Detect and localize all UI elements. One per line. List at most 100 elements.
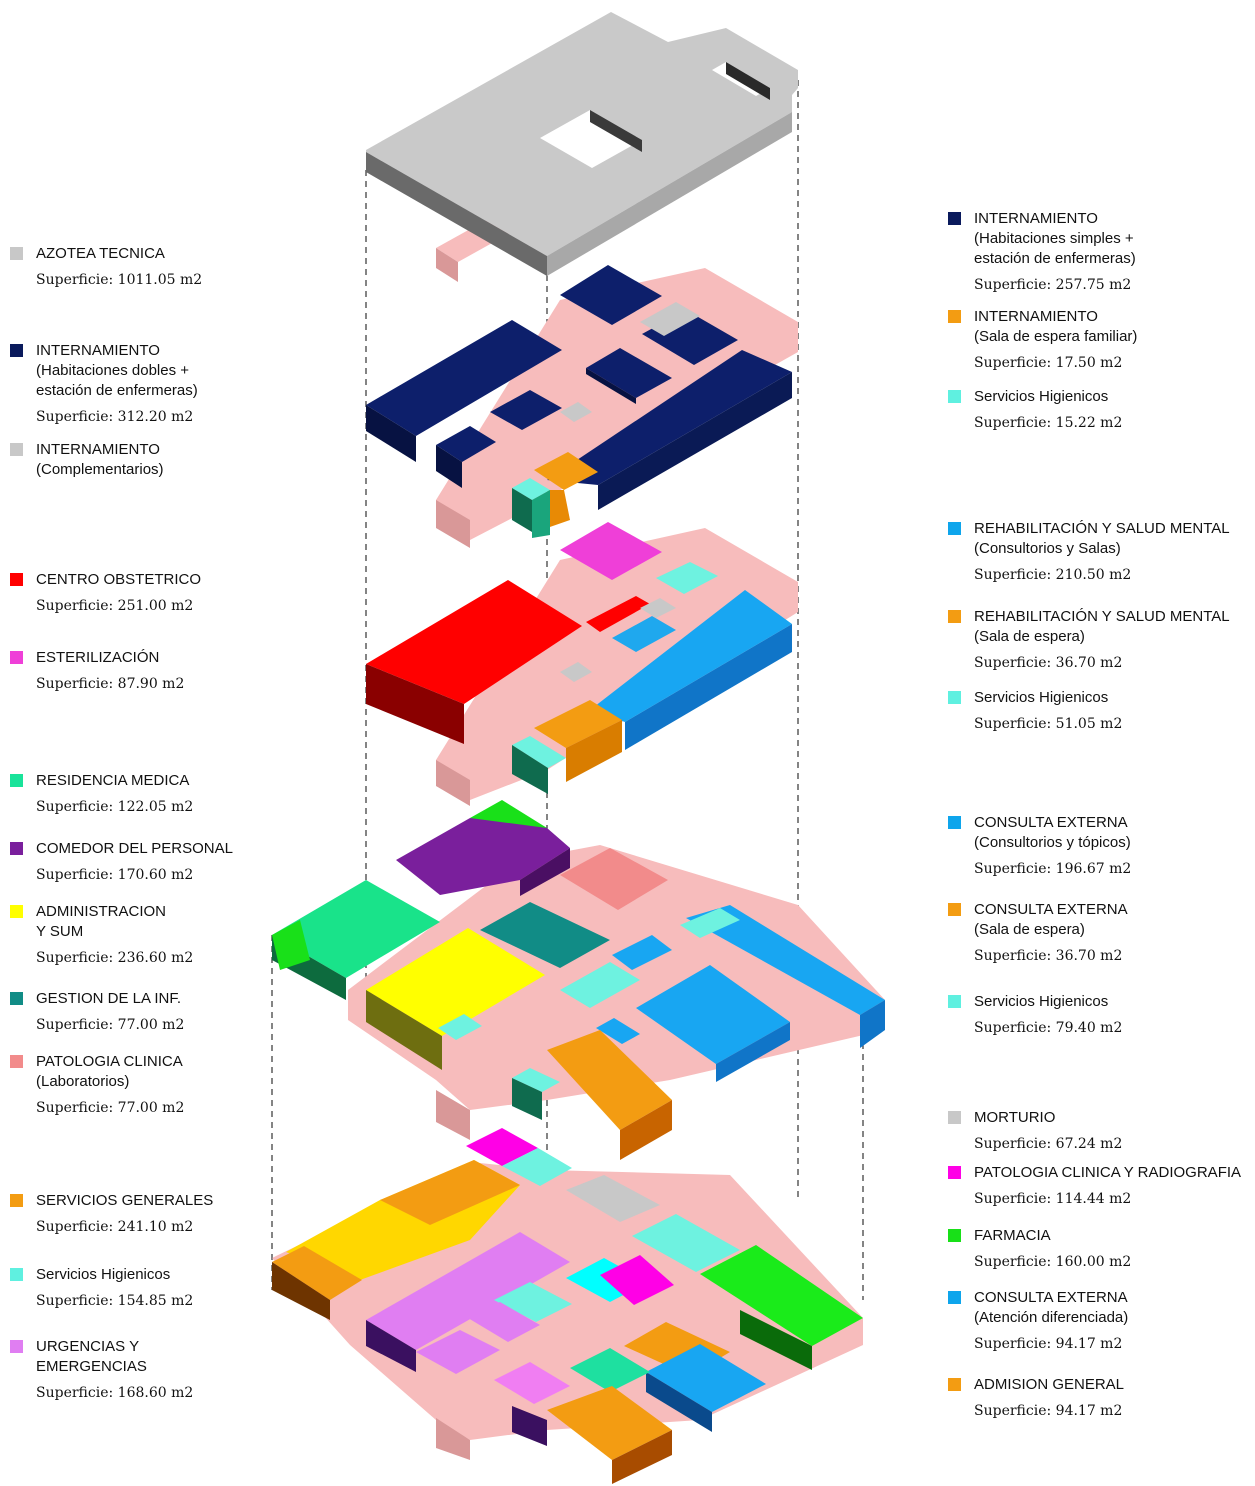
legend-label-line: RESIDENCIA MEDICA [36, 772, 190, 789]
legend-area: Superficie: 210.50 m2 [974, 567, 1132, 583]
legend-area: Superficie: 94.17 m2 [974, 1336, 1123, 1352]
legend-text: REHABILITACIÓN Y SALUD MENTAL(Consultori… [974, 519, 1230, 585]
legend-label-line: Y SUM [36, 923, 84, 940]
legend-label-line: FARMACIA [974, 1227, 1051, 1244]
legend-text: URGENCIAS Y EMERGENCIAS Superficie: 168.60… [36, 1337, 193, 1403]
legend-label-line: AZOTEA TECNICA [36, 245, 165, 262]
legend-label-line: EMERGENCIAS [36, 1358, 147, 1375]
legend-swatch [948, 995, 961, 1008]
legend-area: Superficie: 241.10 m2 [36, 1219, 194, 1235]
legend-text: INTERNAMIENTO(Sala de espera familiar)Su… [974, 307, 1137, 373]
legend-label-line: estación de enfermeras) [974, 250, 1136, 267]
legend-text: GESTION DE LA INF.Superficie: 77.00 m2 [36, 989, 184, 1035]
level-3-obstetrico-rehabilitacion [366, 522, 798, 806]
legend-swatch [948, 1111, 961, 1124]
legend-label-line: estación de enfermeras) [36, 382, 198, 399]
legend-area: Superficie: 77.00 m2 [36, 1100, 185, 1116]
legend-label-line: MORTURIO [974, 1109, 1056, 1126]
legend-swatch [948, 390, 961, 403]
legend-swatch [10, 247, 23, 260]
legend-text: CONSULTA EXTERNA (Consultorios y tópicos)… [974, 813, 1131, 879]
legend-text: REHABILITACIÓN Y SALUD MENTAL(Sala de es… [974, 607, 1230, 673]
legend-text: INTERNAMIENTO(Habitaciones dobles +estac… [36, 341, 198, 427]
legend-area: Superficie: 17.50 m2 [974, 355, 1123, 371]
legend-label-line: COMEDOR DEL PERSONAL [36, 840, 233, 857]
level-1-urgencias-servicios [272, 1128, 863, 1484]
legend-swatch [948, 1291, 961, 1304]
legend-label-line: REHABILITACIÓN Y SALUD MENTAL [974, 520, 1230, 537]
legend-text: ESTERILIZACIÓN Superficie: 87.90 m2 [36, 648, 184, 694]
legend-label-line: (Atención diferenciada) [974, 1309, 1129, 1326]
legend-label-line: Servicios Higienicos [974, 993, 1109, 1010]
level-2-administracion-consulta [272, 800, 885, 1160]
legend-label-line: INTERNAMIENTO [974, 210, 1098, 227]
legend-swatch [948, 610, 961, 623]
legend-swatch [10, 905, 23, 918]
legend-area: Superficie: 36.70 m2 [974, 948, 1123, 964]
legend-text: MORTURIO Superficie: 67.24 m2 [974, 1108, 1122, 1154]
legend-area: Superficie: 67.24 m2 [974, 1136, 1123, 1152]
legend-area: Superficie: 87.90 m2 [36, 676, 185, 692]
legend-swatch [948, 1166, 961, 1179]
legend-swatch [948, 903, 961, 916]
legend-swatch [948, 1229, 961, 1242]
legend-label-line: (Sala de espera) [974, 921, 1085, 938]
legend-text: AZOTEA TECNICA Superficie: 1011.05 m2 [36, 244, 202, 290]
roof-level [366, 12, 798, 282]
legend-area: Superficie: 1011.05 m2 [36, 272, 203, 288]
legend-label-line: (Sala de espera familiar) [974, 328, 1138, 345]
legend-label-line: INTERNAMIENTO [36, 342, 160, 359]
legend-swatch [10, 344, 23, 357]
legend-label-line: CONSULTA EXTERNA [974, 901, 1128, 918]
legend-label-line: PATOLOGIA CLINICA Y RADIOGRAFIA [974, 1164, 1242, 1181]
legend-label-line: ESTERILIZACIÓN [36, 649, 160, 666]
legend-area: Superficie: 77.00 m2 [36, 1017, 185, 1033]
legend-text: PATOLOGIA CLINICA Y RADIOGRAFIA Superfici… [974, 1163, 1241, 1209]
legend-label-line: URGENCIAS Y [36, 1338, 140, 1355]
legend-swatch [10, 1194, 23, 1207]
legend-area: Superficie: 94.17 m2 [974, 1403, 1123, 1419]
legend-area: Superficie: 236.60 m2 [36, 950, 194, 966]
legend-label-line: INTERNAMIENTO [36, 441, 160, 458]
legend-area: Superficie: 36.70 m2 [974, 655, 1123, 671]
legend-label-line: CONSULTA EXTERNA [974, 1289, 1128, 1306]
legend-label-line: Servicios Higienicos [36, 1266, 171, 1283]
legend-text: ADMINISTRACION Y SUM Superficie: 236.60 m2 [36, 902, 193, 968]
legend-text: PATOLOGIA CLINICA (Laboratorios) Superfici… [36, 1052, 184, 1118]
legend-swatch [948, 522, 961, 535]
legend-area: Superficie: 114.44 m2 [974, 1191, 1132, 1207]
legend-label-line: (Laboratorios) [36, 1073, 130, 1090]
legend-area: Superficie: 79.40 m2 [974, 1020, 1123, 1036]
legend-swatch [10, 573, 23, 586]
legend-swatch [10, 1055, 23, 1068]
legend-text: CONSULTA EXTERNA (Atención diferenciada) S… [974, 1288, 1128, 1354]
legend-label-line: PATOLOGIA CLINICA [36, 1053, 183, 1070]
legend-label-line: Servicios Higienicos [974, 388, 1109, 405]
legend-area: Superficie: 51.05 m2 [974, 716, 1123, 732]
legend-label-line: Servicios Higienicos [974, 689, 1109, 706]
legend-swatch [948, 816, 961, 829]
legend-label-line: (Complementarios) [36, 461, 164, 478]
legend-swatch [10, 774, 23, 787]
legend-swatch [948, 212, 961, 225]
legend-area: Superficie: 122.05 m2 [36, 799, 194, 815]
legend-swatch [948, 691, 961, 704]
legend-label-line: CENTRO OBSTETRICO [36, 571, 202, 588]
legend-label-line: ADMINISTRACION [36, 903, 167, 920]
legend-label-line: (Consultorios y tópicos) [974, 834, 1131, 851]
legend-area: Superficie: 170.60 m2 [36, 867, 194, 883]
legend-label-line: CONSULTA EXTERNA [974, 814, 1128, 831]
level-4-internamiento [366, 265, 798, 548]
legend-area: Superficie: 168.60 m2 [36, 1385, 194, 1401]
legend-swatch [10, 1340, 23, 1353]
legend-swatch [10, 1268, 23, 1281]
legend-label-line: (Habitaciones simples + [974, 230, 1134, 247]
legend-area: Superficie: 312.20 m2 [36, 409, 194, 425]
legend-swatch [10, 651, 23, 664]
